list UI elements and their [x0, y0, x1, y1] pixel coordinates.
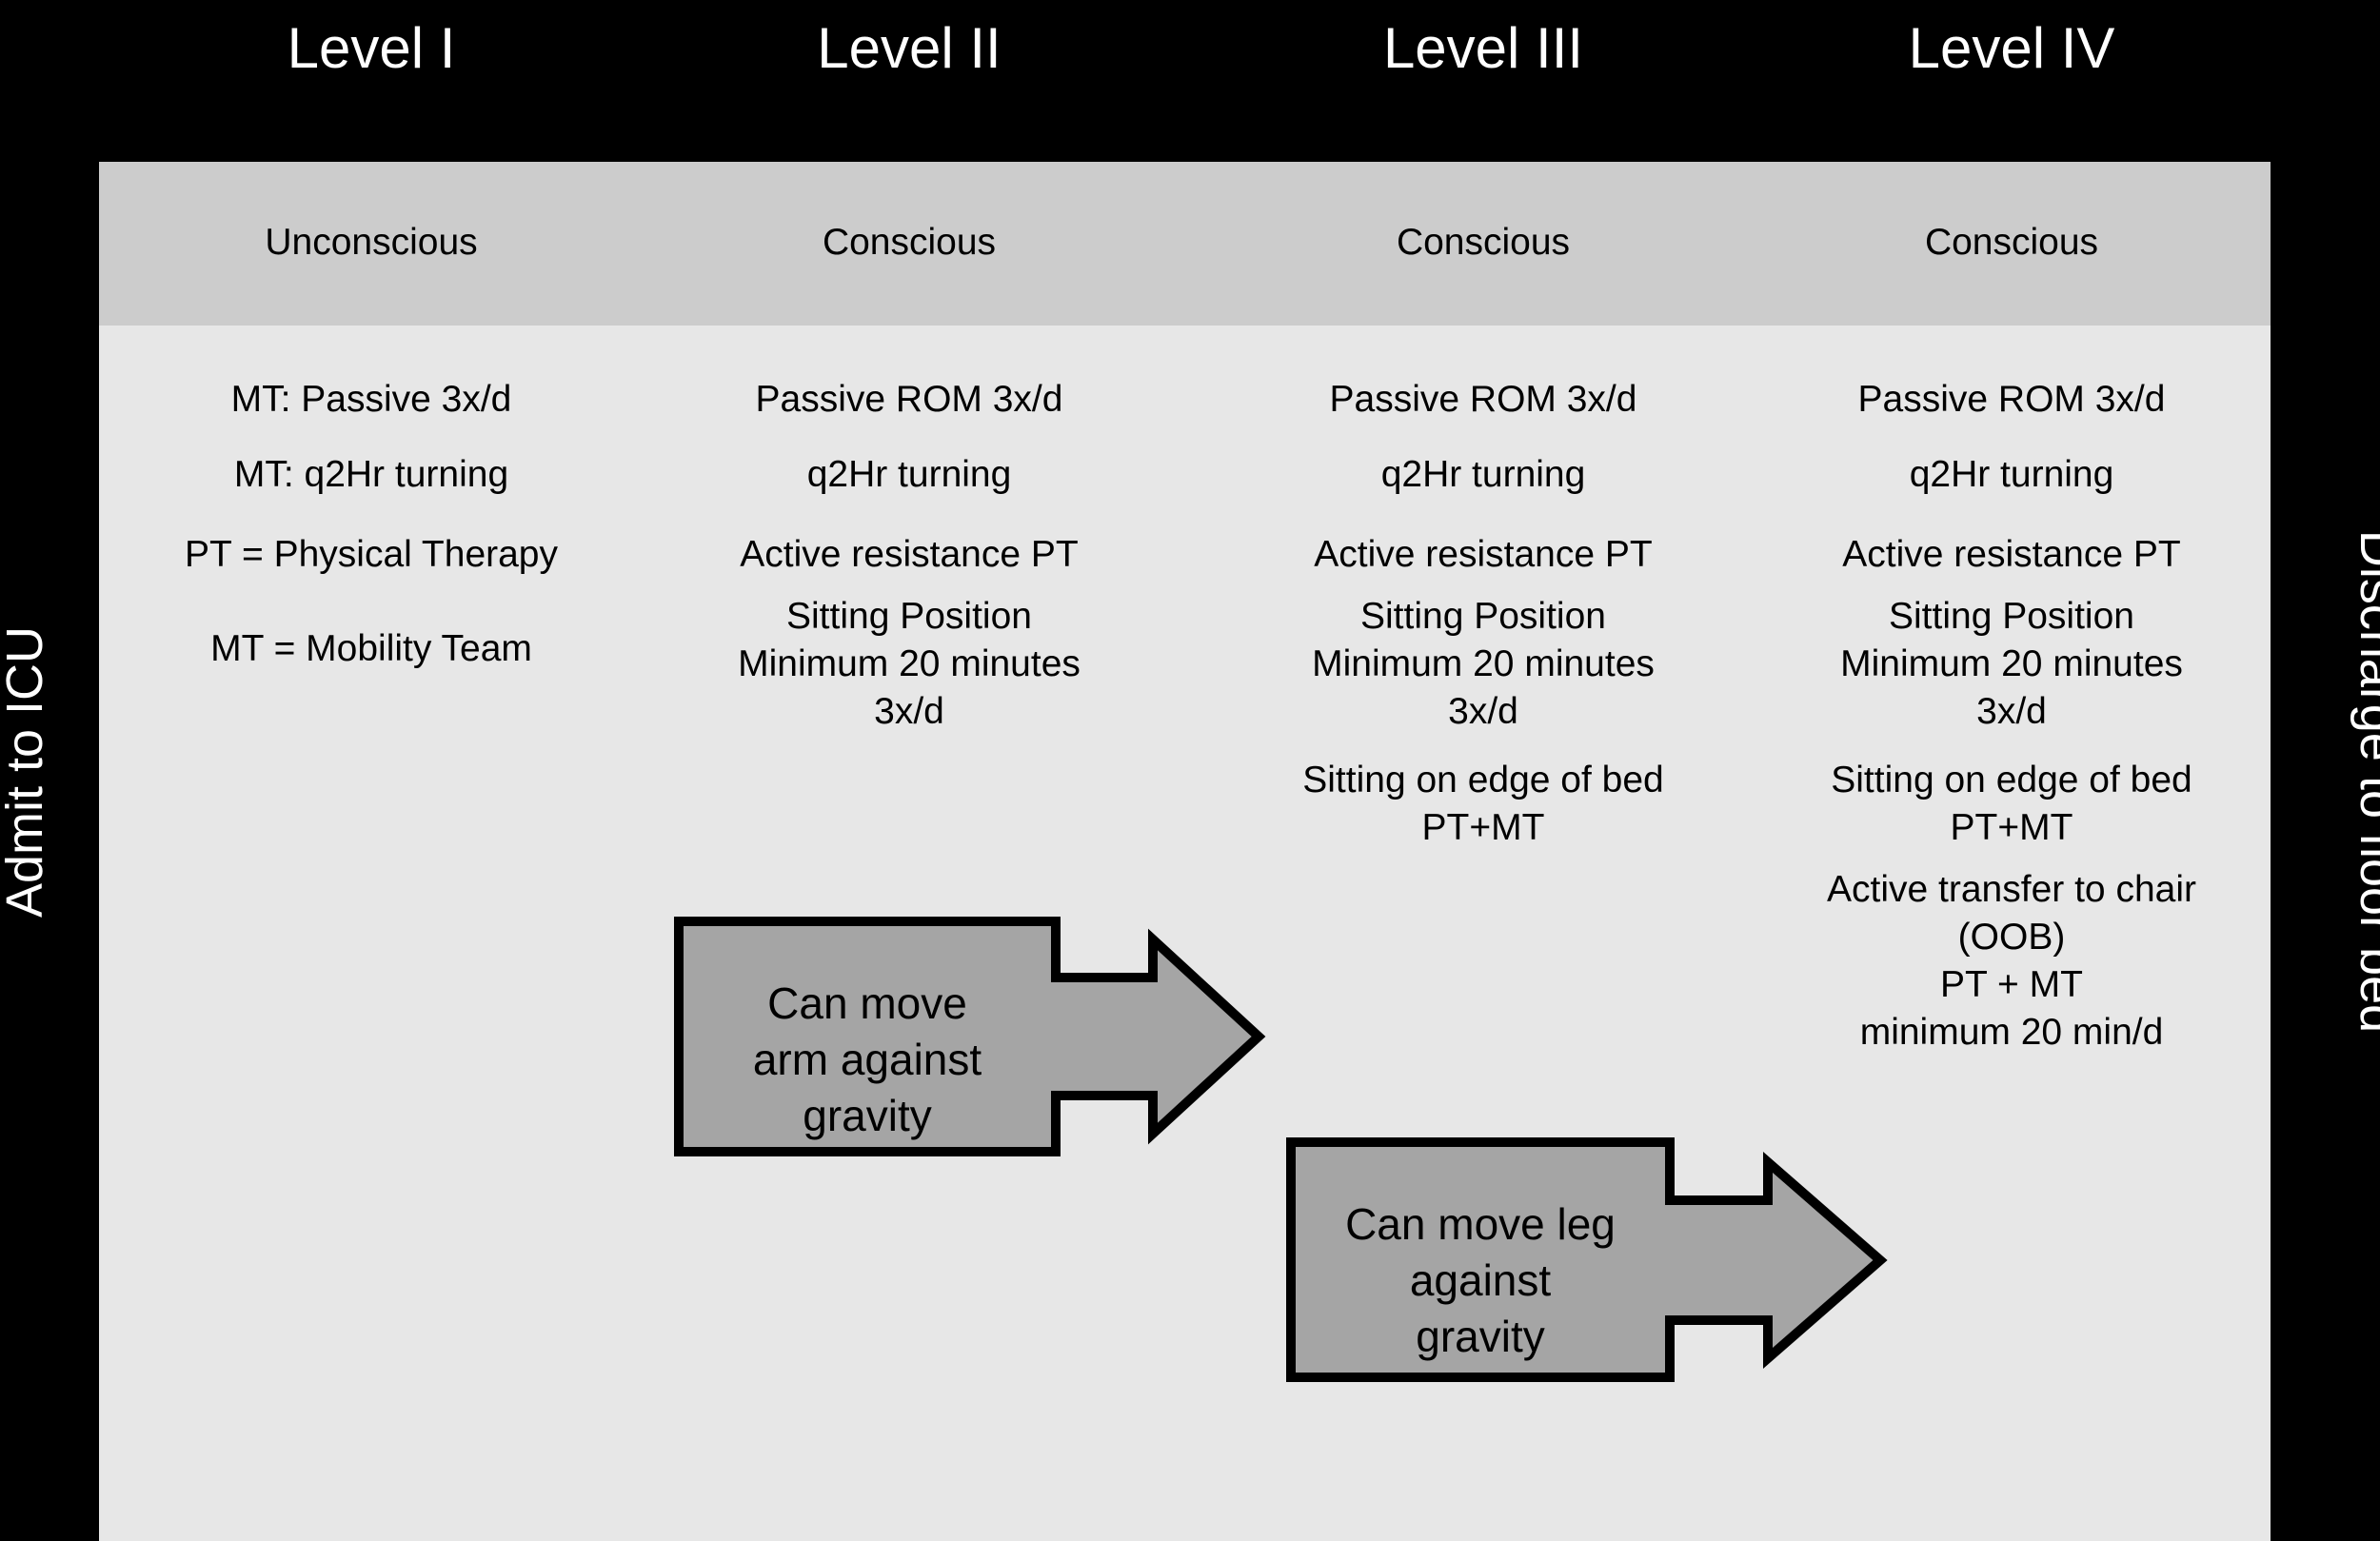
callout-arm-gravity-text: Can move arm against gravity — [752, 978, 982, 1140]
consciousness-level-4: Conscious — [1924, 222, 2099, 263]
level-1-item-0: MT: Passive 3x/d — [230, 379, 512, 420]
level-4-item-5: Active transfer to chair (OOB) PT + MT m… — [1827, 869, 2196, 1053]
consciousness-level-2: Conscious — [822, 222, 997, 263]
consciousness-row: Unconscious Conscious Conscious Consciou… — [99, 162, 2271, 326]
level-3-item-3: Sitting Position Minimum 20 minutes 3x/d — [1312, 596, 1655, 732]
level-4-item-3: Sitting Position Minimum 20 minutes 3x/d — [1840, 596, 2183, 732]
column-header-level-3: Level III — [1382, 16, 1584, 80]
column-header-level-1: Level I — [287, 16, 456, 80]
level-2-item-0: Passive ROM 3x/d — [755, 379, 1063, 420]
level-3-item-1: q2Hr turning — [1380, 454, 1586, 495]
callout-leg-gravity-text: Can move leg against gravity — [1345, 1199, 1616, 1361]
arrow-right-shape-leg — [1286, 1137, 1888, 1382]
consciousness-level-1: Unconscious — [265, 222, 478, 263]
column-header-level-4: Level IV — [1908, 16, 2115, 80]
consciousness-level-3: Conscious — [1396, 222, 1571, 263]
level-4-item-0: Passive ROM 3x/d — [1857, 379, 2166, 420]
level-2-item-3: Sitting Position Minimum 20 minutes 3x/d — [738, 596, 1081, 732]
discharge-to-floor-bed-label: Discharge to floor bed — [2350, 529, 2380, 1034]
level-3-item-2: Active resistance PT — [1314, 534, 1653, 575]
level-4-item-4: Sitting on edge of bed PT+MT — [1831, 760, 2192, 848]
level-3-item-0: Passive ROM 3x/d — [1329, 379, 1637, 420]
column-header-level-2: Level II — [817, 16, 1002, 80]
level-3-item-4: Sitting on edge of bed PT+MT — [1302, 760, 1664, 848]
level-4-item-1: q2Hr turning — [1909, 454, 2114, 495]
level-4-item-2: Active resistance PT — [1842, 534, 2181, 575]
arrow-right-shape-arm — [674, 917, 1266, 1156]
level-1-item-2: PT = Physical Therapy — [185, 534, 558, 575]
mobility-protocol-panel: Unconscious Conscious Conscious Consciou… — [99, 162, 2271, 1541]
admit-to-icu-label: Admit to ICU — [0, 625, 53, 919]
callout-arm-gravity: Can move arm against gravity — [674, 917, 1266, 1156]
level-2-item-2: Active resistance PT — [740, 534, 1079, 575]
level-1-item-3: MT = Mobility Team — [210, 628, 532, 669]
callout-leg-gravity: Can move leg against gravity — [1286, 1137, 1888, 1382]
level-2-item-1: q2Hr turning — [806, 454, 1012, 495]
level-1-item-1: MT: q2Hr turning — [233, 454, 509, 495]
